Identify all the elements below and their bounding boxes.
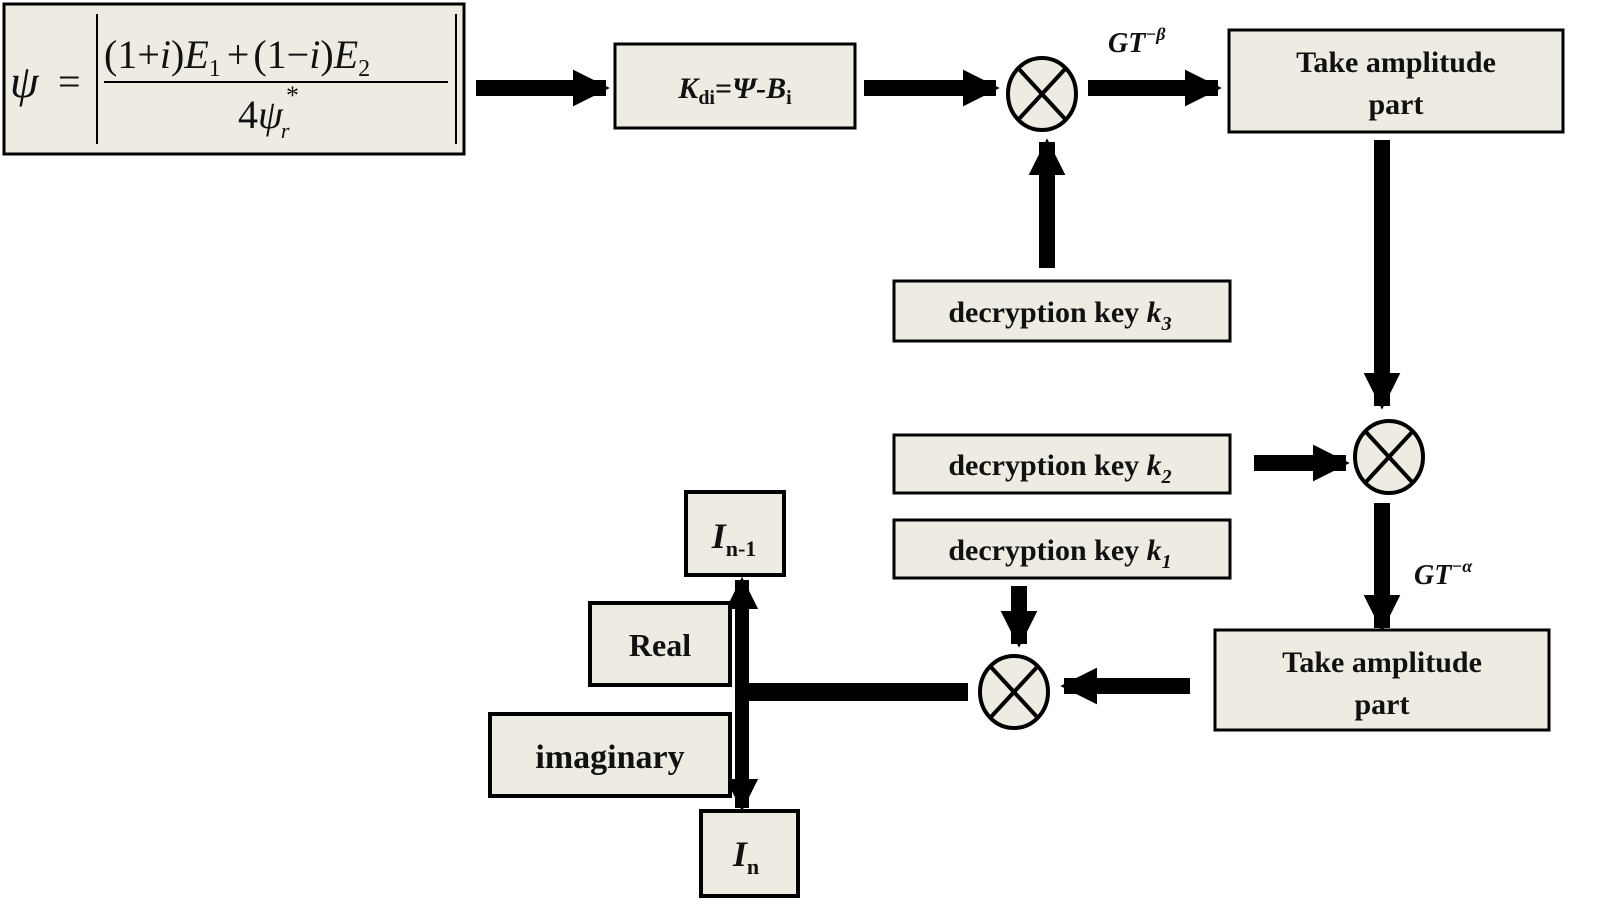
formula-box-frame — [2, 2, 466, 156]
amplitude-bottom-line1: Take amplitude — [1282, 646, 1482, 679]
formula-box: ψ = (1+i)E1+(1−i)E2 4ψr * — [2, 2, 466, 156]
kdi-box: Kdi=Ψ-Bi — [613, 42, 857, 130]
amplitude-top-line1: Take amplitude — [1296, 46, 1496, 79]
key1-frame — [892, 518, 1232, 580]
gt-beta-label: GT−β — [1108, 24, 1166, 59]
key1-label: decryption key k1 — [948, 534, 1171, 573]
output-in-box: In — [699, 809, 800, 898]
amplitude-bottom-line2: part — [1355, 688, 1410, 721]
multiplier-2-cross-b — [1363, 429, 1415, 485]
formula-numerator: (1+i)E1+(1−i)E2 — [104, 32, 370, 82]
real-box: Real — [588, 601, 732, 687]
kdi-expression: Kdi=Ψ-Bi — [677, 72, 792, 109]
amplitude-box-top: Take amplitude part — [1227, 28, 1565, 134]
in-label: In — [732, 834, 759, 879]
amplitude-box-top-frame — [1227, 28, 1565, 134]
multiplier-3-cross-b — [988, 664, 1040, 720]
multiplier-1 — [1006, 56, 1078, 132]
real-label: Real — [629, 627, 691, 663]
imaginary-box: imaginary — [488, 712, 732, 798]
key2-frame — [892, 433, 1232, 495]
real-frame — [588, 601, 732, 687]
in-minus-1-label: In-1 — [711, 516, 757, 561]
decryption-key-1-box: decryption key k1 — [892, 518, 1232, 580]
in-minus-1-frame — [684, 490, 786, 577]
multiplier-1-cross-b — [1016, 66, 1068, 122]
amplitude-box-bottom: Take amplitude part — [1213, 628, 1551, 732]
output-in-minus-1-box: In-1 — [684, 490, 786, 577]
decryption-key-3-box: decryption key k3 — [892, 279, 1232, 343]
decryption-key-2-box: decryption key k2 — [892, 433, 1232, 495]
formula-lhs: ψ — [10, 56, 40, 107]
formula-denominator: 4ψr — [238, 92, 290, 143]
gt-alpha-label: GT−α — [1414, 556, 1473, 591]
imaginary-label: imaginary — [535, 739, 684, 776]
formula-conjugate-star: * — [286, 81, 299, 110]
key2-label: decryption key k2 — [948, 449, 1171, 488]
key3-frame — [892, 279, 1232, 343]
key3-label: decryption key k3 — [948, 296, 1171, 335]
amplitude-top-line2: part — [1369, 88, 1424, 121]
kdi-box-frame — [613, 42, 857, 130]
formula-equals: = — [58, 59, 81, 104]
imaginary-frame — [488, 712, 732, 798]
in-frame — [699, 809, 800, 898]
multiplier-3 — [978, 654, 1050, 730]
amplitude-box-bottom-frame — [1213, 628, 1551, 732]
multiplier-2 — [1353, 419, 1425, 495]
